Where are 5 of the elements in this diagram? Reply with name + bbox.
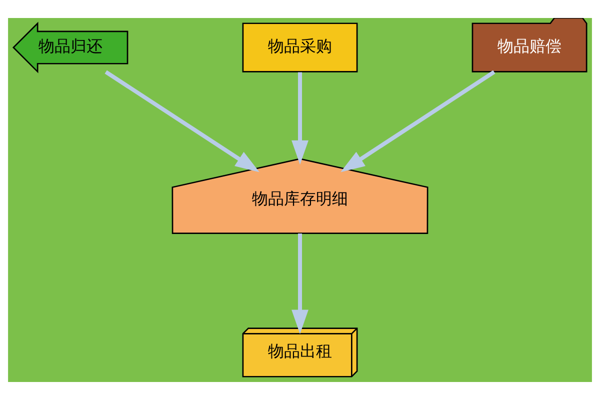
arrow: [292, 233, 308, 334]
arrow: [340, 70, 496, 172]
arrow: [292, 72, 308, 165]
arrow: [104, 70, 260, 172]
node-box: 物品采购: [242, 22, 358, 72]
